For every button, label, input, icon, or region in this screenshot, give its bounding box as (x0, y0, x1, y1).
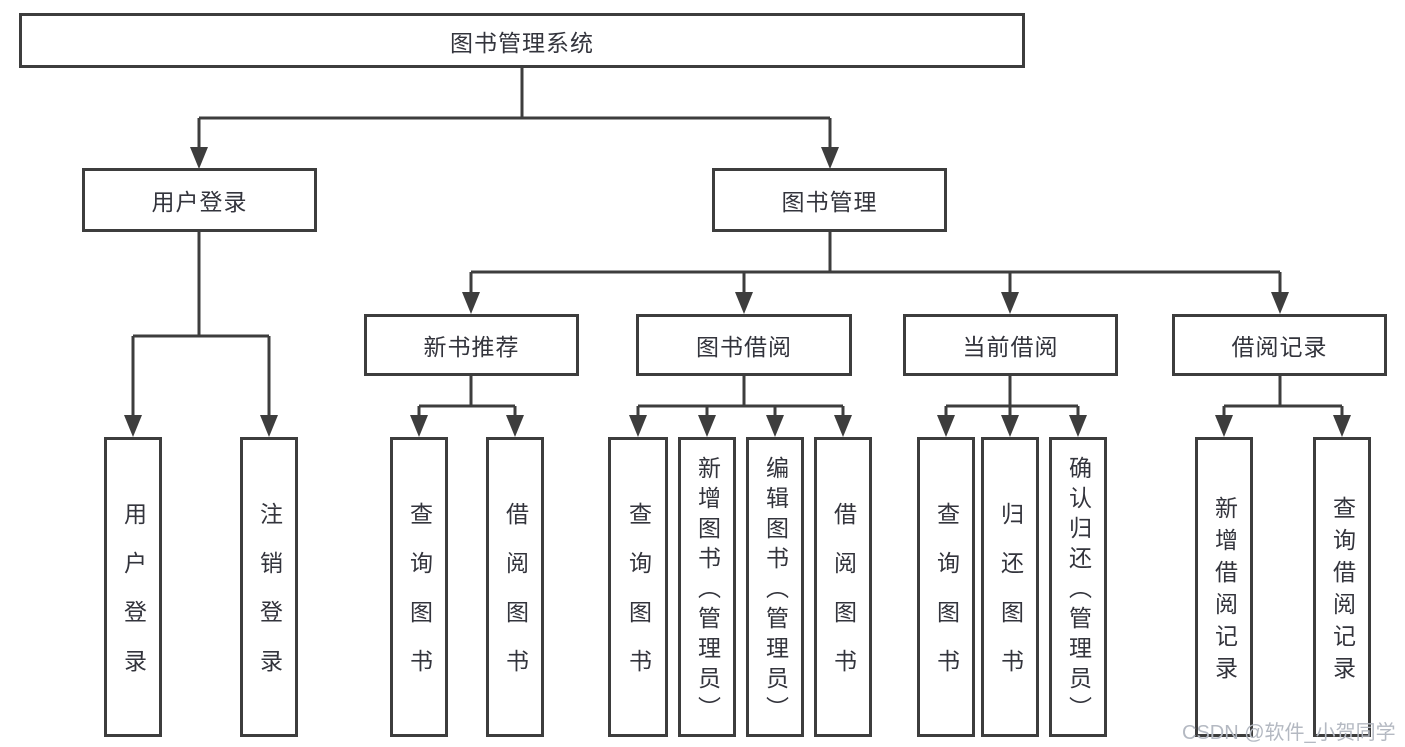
node-borrowing-records: 借阅记录 (1172, 314, 1387, 376)
leaf-label: 确认归还（管理员） (1065, 455, 1092, 726)
leaf-label: 查询图书 (406, 502, 433, 698)
leaf-return-books: 归还图书 (981, 437, 1039, 737)
leaf-label: 借阅图书 (830, 502, 857, 698)
node-book-management: 图书管理 (712, 168, 947, 232)
node-library-management-system: 图书管理系统 (19, 13, 1025, 68)
leaf-borrow-books: 借阅图书 (814, 437, 872, 737)
node-label: 用户登录 (151, 189, 248, 215)
node-label: 图书管理 (781, 189, 878, 215)
leaf-query-books-current: 查询图书 (917, 437, 975, 737)
leaf-borrow-books-recommend: 借阅图书 (486, 437, 544, 737)
node-label: 图书借阅 (696, 334, 792, 360)
leaf-add-books-admin: 新增图书（管理员） (678, 437, 736, 737)
leaf-user-login: 用户登录 (104, 437, 162, 737)
leaf-label: 编辑图书（管理员） (762, 455, 789, 726)
leaf-query-borrow-record: 查询借阅记录 (1313, 437, 1371, 737)
leaf-label: 归还图书 (997, 502, 1024, 698)
leaf-label: 查询借阅记录 (1329, 495, 1356, 688)
leaf-add-borrow-record: 新增借阅记录 (1195, 437, 1253, 737)
leaf-label: 新增图书（管理员） (694, 455, 721, 726)
leaf-label: 查询图书 (933, 502, 960, 698)
leaf-label: 用户登录 (120, 502, 147, 698)
node-user-login: 用户登录 (82, 168, 317, 232)
leaf-confirm-return-admin: 确认归还（管理员） (1049, 437, 1107, 737)
leaf-logout: 注销登录 (240, 437, 298, 737)
node-current-borrowing: 当前借阅 (903, 314, 1118, 376)
node-label: 当前借阅 (962, 334, 1059, 360)
leaf-label: 注销登录 (256, 502, 283, 698)
node-label: 借阅记录 (1231, 334, 1328, 360)
node-label: 新书推荐 (423, 334, 520, 360)
leaf-query-books-recommend: 查询图书 (390, 437, 448, 737)
csdn-watermark: CSDN @软件_小贺同学 (1182, 722, 1396, 744)
leaf-label: 新增借阅记录 (1211, 495, 1238, 688)
node-label: 图书管理系统 (450, 29, 594, 56)
leaf-query-books-borrow: 查询图书 (608, 437, 668, 737)
leaf-edit-books-admin: 编辑图书（管理员） (746, 437, 804, 737)
node-book-borrowing: 图书借阅 (636, 314, 852, 376)
leaf-label: 借阅图书 (502, 502, 529, 698)
leaf-label: 查询图书 (625, 502, 652, 698)
node-new-book-recommend: 新书推荐 (364, 314, 579, 376)
